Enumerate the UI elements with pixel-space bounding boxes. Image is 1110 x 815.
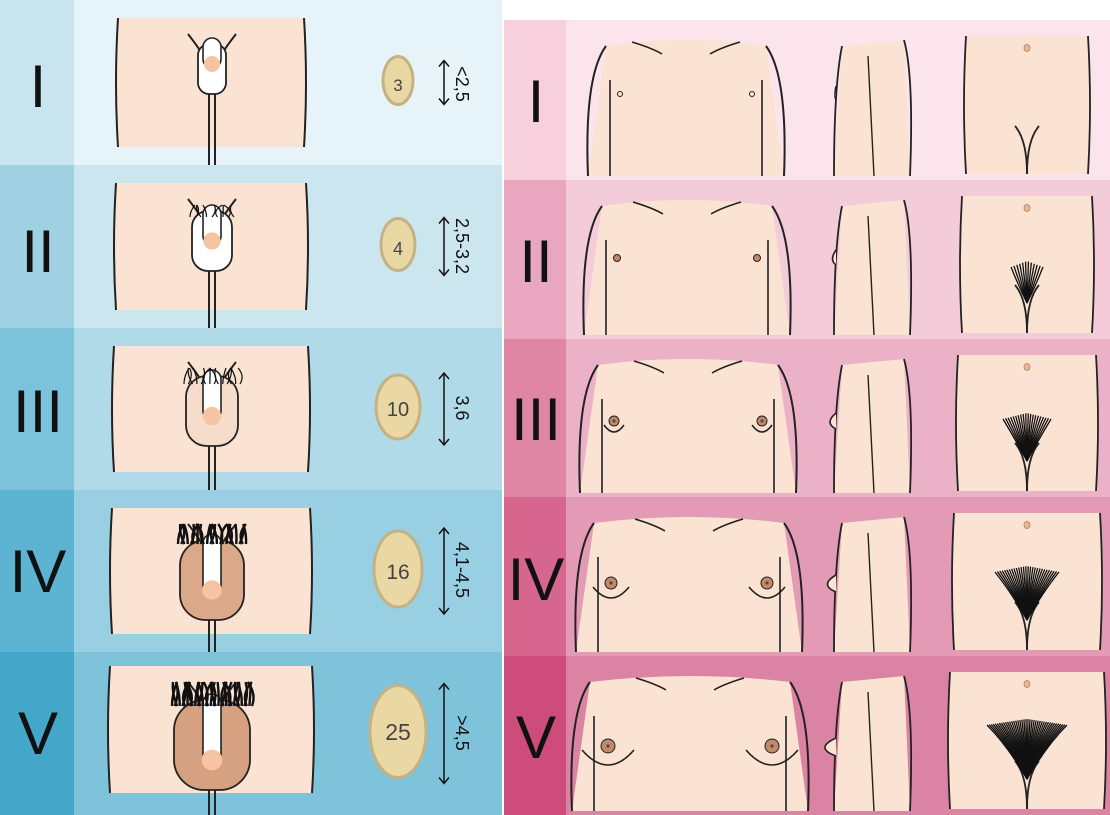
side-profile-torso (834, 200, 910, 335)
side-profile-torso (834, 676, 910, 811)
testicular-volume-value: 25 (385, 719, 411, 745)
testicular-volume-value: 16 (386, 561, 409, 584)
nipple (760, 419, 763, 422)
length-value: 4,1-4,5 (452, 542, 472, 598)
areola (614, 255, 621, 262)
penis-glans (203, 232, 220, 249)
navel (1024, 45, 1030, 52)
areola (754, 255, 761, 262)
length-value: <2,5 (452, 66, 472, 102)
navel (1024, 522, 1030, 529)
penis-glans (203, 407, 221, 425)
navel (1024, 364, 1030, 371)
nipple (765, 581, 768, 584)
testicular-volume-value: 4 (393, 239, 403, 259)
female-stage-label: II (519, 228, 552, 295)
penis-glans (202, 580, 222, 600)
nipple (609, 581, 612, 584)
male-measure-column (342, 0, 502, 165)
side-profile-torso (834, 517, 910, 652)
female-stages-panel: I II III IV V (504, 0, 1110, 815)
navel (1024, 681, 1030, 688)
testicular-volume-value: 10 (387, 399, 409, 421)
female-stage-label: I (528, 68, 545, 135)
areola (750, 92, 755, 97)
side-profile-torso (834, 359, 910, 493)
side-breast (835, 86, 836, 100)
side-profile-torso (834, 40, 910, 176)
female-stage-label: III (511, 386, 561, 453)
penis-glans (202, 750, 223, 771)
pubic-hair-strand (235, 524, 236, 544)
pelvis-area (960, 196, 1094, 333)
front-torso (584, 200, 790, 335)
areola (618, 92, 623, 97)
front-torso (588, 40, 784, 176)
male-measure-column (342, 165, 502, 328)
testicular-volume-value: 3 (393, 76, 402, 95)
male-stages-panel: I II III IV V 3 4 10 16 25 <2,5 2,5-3,2 … (0, 0, 502, 815)
male-stage-label: III (13, 378, 63, 445)
pelvis-area (952, 513, 1102, 650)
male-stage-label: I (30, 53, 47, 120)
pelvis-area (964, 36, 1090, 174)
pubic-hair-strand (218, 682, 219, 706)
female-stage-label: IV (508, 546, 565, 613)
male-measure-column (342, 328, 502, 490)
length-value: 3,6 (452, 395, 472, 420)
pelvis-area (956, 355, 1098, 491)
length-value: 2,5-3,2 (452, 218, 472, 274)
nipple (606, 744, 609, 747)
nipple (612, 419, 615, 422)
penis-glans (204, 56, 220, 72)
navel (1024, 205, 1030, 212)
male-stage-label: V (18, 700, 58, 767)
nipple (770, 744, 773, 747)
male-stage-label: IV (10, 538, 67, 605)
length-value: >4,5 (452, 715, 472, 751)
female-stage-label: V (516, 704, 556, 771)
male-stage-label: II (21, 218, 54, 285)
